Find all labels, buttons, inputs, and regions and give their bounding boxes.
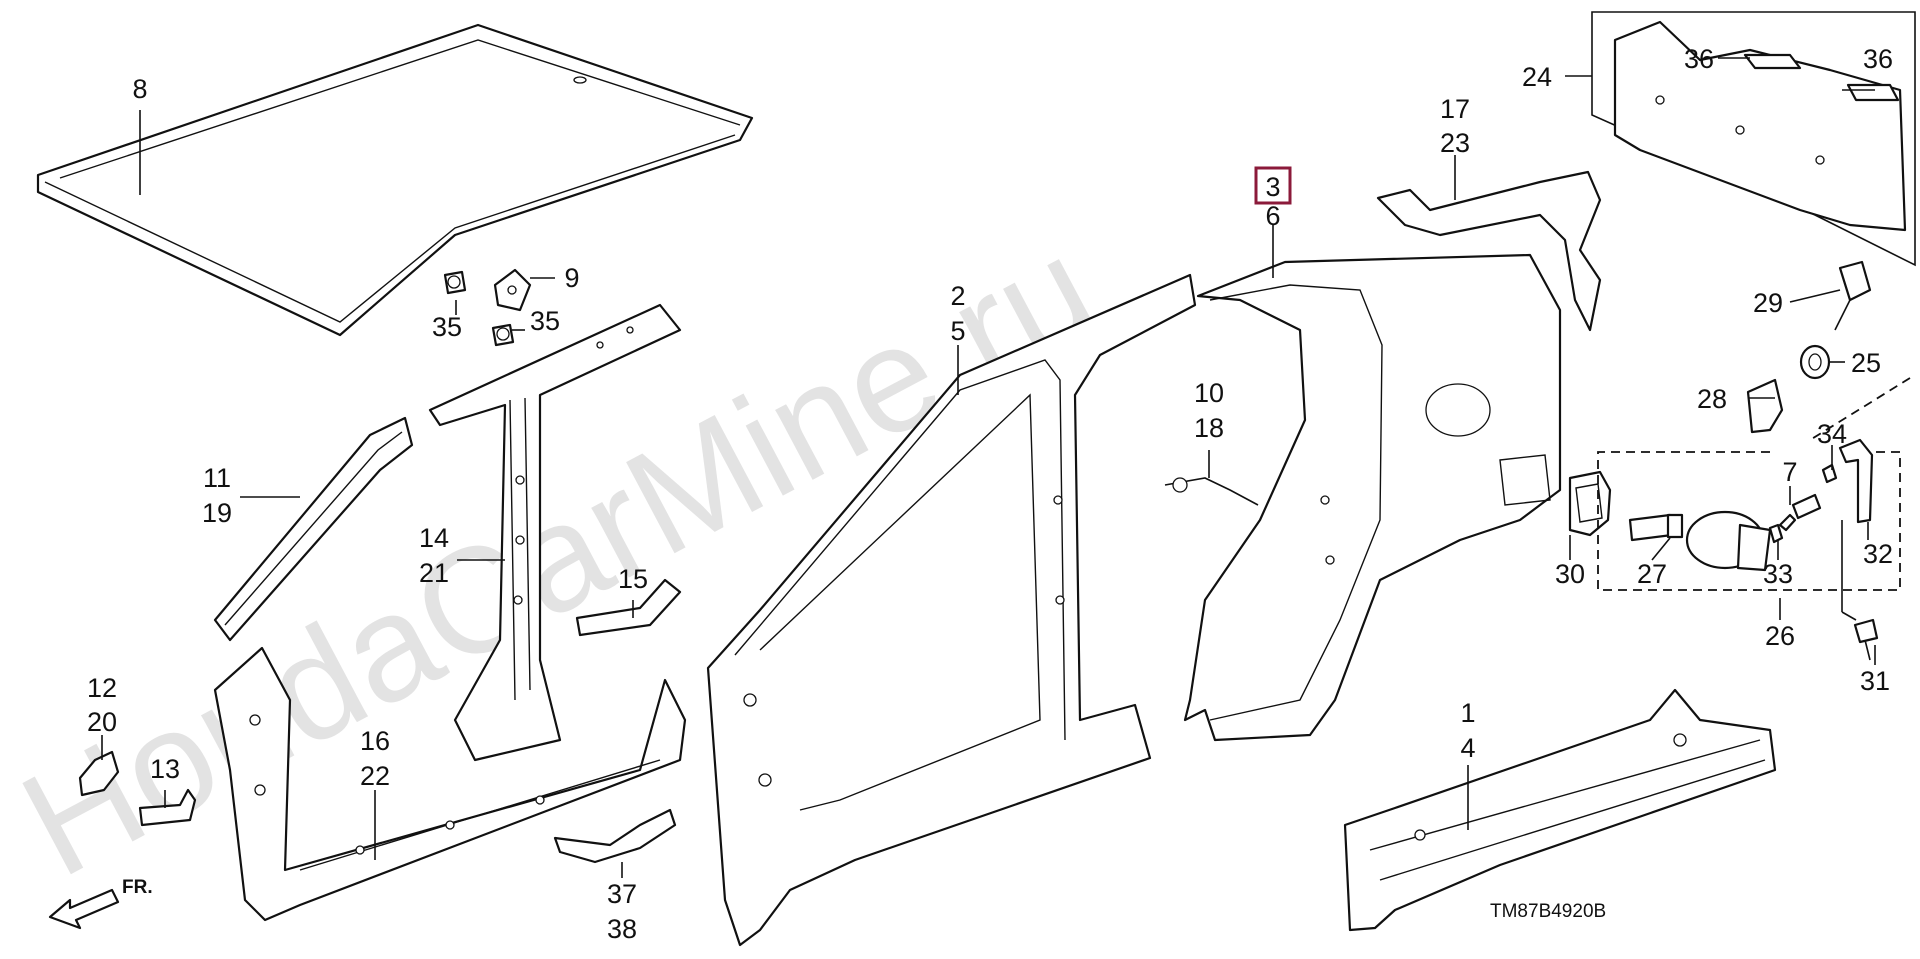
grommet-25[interactable] (1799, 344, 1831, 380)
callout-10[interactable]: 10 (1194, 378, 1224, 408)
callout-14[interactable]: 14 (419, 523, 449, 553)
callout-11[interactable]: 11 (203, 463, 231, 493)
drain-tube-32[interactable] (1838, 438, 1874, 524)
callout-35-a[interactable]: 35 (432, 312, 462, 342)
clip-34[interactable] (1821, 463, 1838, 484)
callout-35-b[interactable]: 35 (530, 306, 560, 336)
callout-2[interactable]: 2 (950, 281, 965, 311)
rear-panel-clip-b[interactable] (1846, 83, 1900, 102)
callout-8[interactable]: 8 (132, 74, 147, 104)
callout-32[interactable]: 32 (1863, 539, 1893, 569)
inner-side-sill[interactable] (213, 646, 687, 922)
bracket-15[interactable] (575, 578, 682, 637)
callout-4[interactable]: 4 (1460, 733, 1475, 763)
fuel-filler-group[interactable] (1597, 377, 1911, 591)
part-7-connector[interactable] (1778, 493, 1822, 532)
callout-36-b[interactable]: 36 (1863, 44, 1893, 74)
callout-1[interactable]: 1 (1460, 698, 1475, 728)
fuel-lid-part-30[interactable] (1568, 470, 1612, 537)
callout-6[interactable]: 6 (1265, 201, 1280, 231)
roof-clip[interactable] (493, 268, 532, 312)
rear-panel-group[interactable] (1591, 11, 1916, 267)
callout-3[interactable]: 3 (1265, 172, 1280, 202)
callout-34[interactable]: 34 (1817, 419, 1847, 449)
callout-25[interactable]: 25 (1851, 348, 1881, 378)
callout-labels: 8 9 35 35 11 19 14 21 15 12 20 13 16 22 … (87, 44, 1893, 944)
callout-15[interactable]: 15 (618, 564, 648, 594)
rod-10[interactable] (1164, 477, 1259, 506)
callout-5[interactable]: 5 (950, 316, 965, 346)
bracket-12[interactable] (78, 750, 120, 797)
callout-12[interactable]: 12 (87, 673, 117, 703)
callout-37[interactable]: 37 (607, 879, 637, 909)
callout-23[interactable]: 23 (1440, 128, 1470, 158)
fuel-opener-actuator[interactable] (1834, 260, 1872, 331)
callout-24[interactable]: 24 (1522, 62, 1552, 92)
callout-22[interactable]: 22 (360, 761, 390, 791)
roof-panel[interactable] (36, 23, 754, 337)
callout-13[interactable]: 13 (150, 754, 180, 784)
callout-21[interactable]: 21 (419, 558, 449, 588)
callout-31[interactable]: 31 (1860, 666, 1890, 696)
bracket-37[interactable] (553, 808, 677, 864)
leader-lines (101, 57, 1876, 878)
front-arrow-label: FR. (122, 877, 153, 898)
side-sill-extension[interactable] (1343, 688, 1777, 932)
callout-17[interactable]: 17 (1440, 94, 1470, 124)
bolt-lower[interactable] (491, 323, 515, 347)
part-27-fitting[interactable] (1628, 513, 1684, 542)
front-roof-rail[interactable] (213, 416, 414, 642)
highlight-box-3 (1254, 166, 1292, 205)
callout-20[interactable]: 20 (87, 707, 117, 737)
clip-33[interactable] (1768, 523, 1784, 544)
holder-28[interactable] (1746, 378, 1784, 434)
diagram-code: TM87B4920B (1490, 901, 1606, 922)
callout-28[interactable]: 28 (1697, 384, 1727, 414)
callout-38[interactable]: 38 (607, 914, 637, 944)
callout-33[interactable]: 33 (1763, 559, 1793, 589)
screw-31[interactable] (1853, 618, 1879, 661)
callout-7[interactable]: 7 (1782, 457, 1797, 487)
rear-panel-clip-a[interactable] (1743, 53, 1802, 70)
front-arrow: FR. (48, 877, 153, 930)
bracket-13[interactable] (138, 788, 197, 827)
callout-36-a[interactable]: 36 (1684, 44, 1714, 74)
rear-quarter-panel[interactable] (1183, 253, 1562, 742)
callout-18[interactable]: 18 (1194, 413, 1224, 443)
callout-19[interactable]: 19 (202, 498, 232, 528)
callout-26[interactable]: 26 (1765, 621, 1795, 651)
callout-27[interactable]: 27 (1637, 559, 1667, 589)
callout-30[interactable]: 30 (1555, 559, 1585, 589)
outer-side-panel[interactable] (706, 273, 1197, 947)
fuel-filler-base[interactable] (1685, 510, 1772, 572)
rear-upper-reinforcement[interactable] (1376, 170, 1602, 332)
center-pillar-inner[interactable] (428, 303, 682, 762)
callout-16[interactable]: 16 (360, 726, 390, 756)
callout-9[interactable]: 9 (564, 263, 579, 293)
bolt-upper[interactable] (443, 270, 467, 295)
callout-29[interactable]: 29 (1753, 288, 1783, 318)
